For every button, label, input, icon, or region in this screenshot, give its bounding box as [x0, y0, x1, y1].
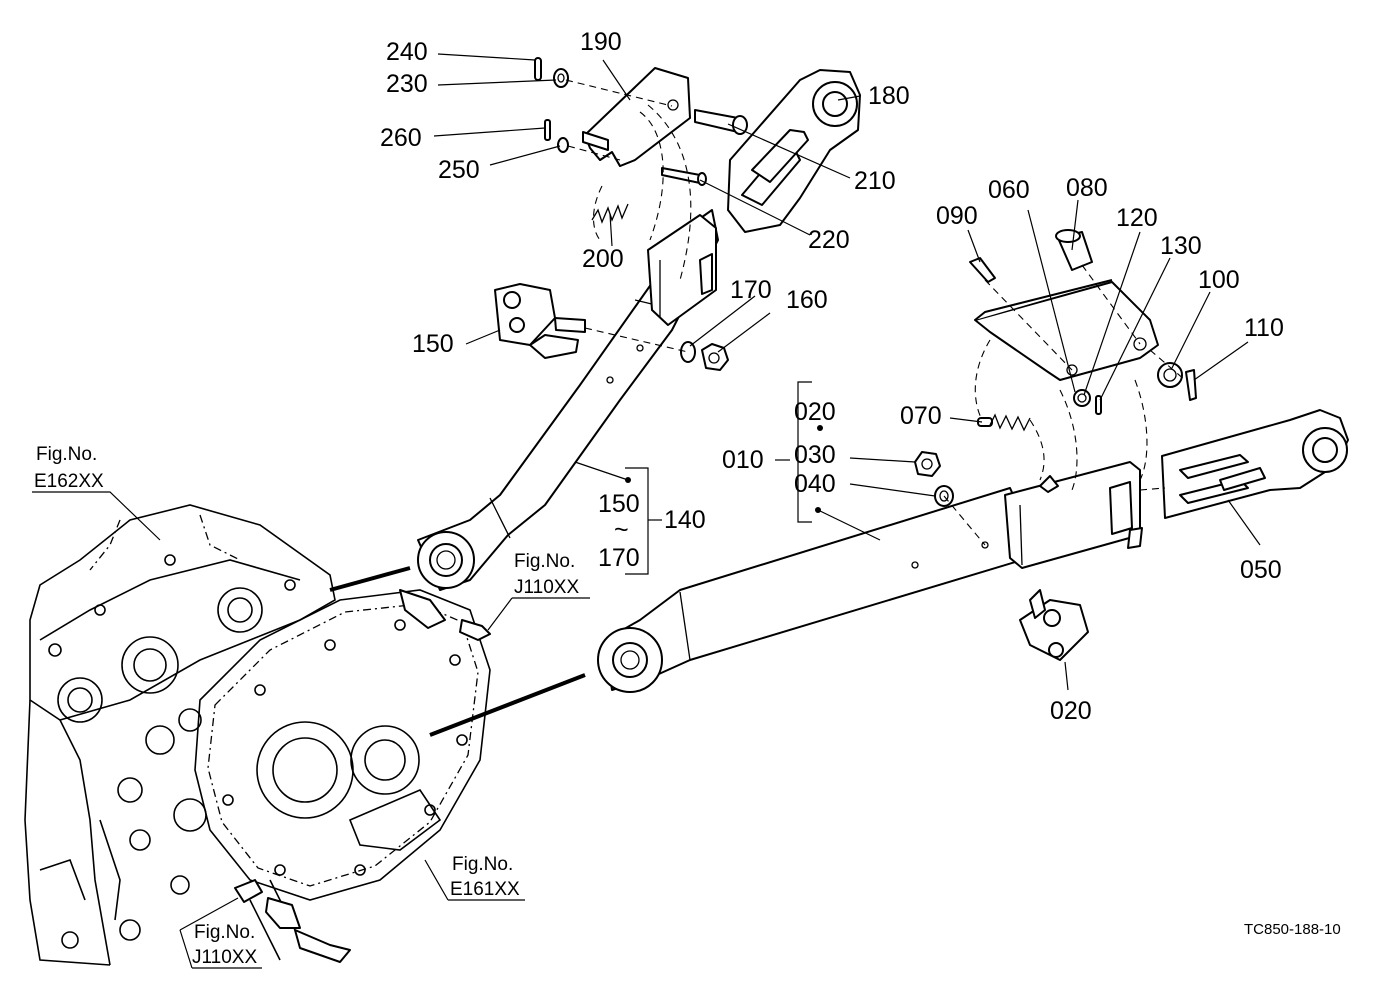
callout-090: 090 — [936, 202, 978, 230]
callout-030: 030 — [794, 441, 836, 469]
part-130-pin — [1095, 395, 1102, 415]
part-260-pin — [544, 119, 551, 141]
part-060-bracket — [974, 279, 1159, 381]
callout-180: 180 — [868, 82, 910, 110]
callout-170: 170 — [730, 276, 772, 304]
callout-140: 140 — [664, 506, 706, 534]
fig-ref-e162-number: E162XX — [34, 471, 104, 492]
fig-ref-e161-number: E161XX — [450, 879, 520, 900]
callout-labels: 240 190 230 180 260 250 210 220 200 170 … — [380, 28, 1284, 725]
callout-200: 200 — [582, 245, 624, 273]
callout-230: 230 — [386, 70, 428, 98]
leader-lines — [32, 53, 1261, 969]
callout-120: 120 — [1116, 204, 1158, 232]
part-120-nut — [1073, 389, 1091, 407]
callout-080: 080 — [1066, 174, 1108, 202]
part-170-washer — [680, 341, 696, 363]
part-250-washer — [557, 137, 569, 153]
part-070-spring — [977, 413, 1031, 432]
callout-210: 210 — [854, 167, 896, 195]
callout-060: 060 — [988, 176, 1030, 204]
part-210-pin — [694, 109, 748, 135]
callout-150-range-start: 150 — [598, 490, 640, 518]
transmission-housing — [24, 504, 586, 966]
callout-100: 100 — [1198, 266, 1240, 294]
callout-020-clevis: 020 — [1050, 697, 1092, 725]
assembly-lines-right — [943, 264, 1186, 546]
callout-160: 160 — [786, 286, 828, 314]
figure-references: Fig.No. E162XX Fig.No. J110XX Fig.No. E1… — [34, 444, 579, 968]
part-190-stabilizer-bracket — [582, 67, 691, 167]
callout-150: 150 — [412, 330, 454, 358]
part-230-washer — [553, 68, 569, 88]
part-050-link-plate — [1161, 409, 1349, 519]
assembly-lines-upper — [565, 79, 692, 353]
callout-190: 190 — [580, 28, 622, 56]
callout-050: 050 — [1240, 556, 1282, 584]
callout-130: 130 — [1160, 232, 1202, 260]
part-240-pin — [534, 57, 542, 81]
part-020-clevis — [1019, 589, 1089, 661]
part-090-bolt — [969, 257, 996, 283]
drawing-code: TC850-188-10 — [1244, 921, 1341, 938]
callout-070: 070 — [900, 402, 942, 430]
part-110-pin — [1185, 369, 1197, 401]
callout-040: 040 — [794, 470, 836, 498]
callout-020-group: 020 — [794, 398, 836, 426]
right-lower-link — [597, 461, 1143, 693]
callout-010: 010 — [722, 446, 764, 474]
range-tilde-upper: ~ — [614, 516, 629, 544]
fig-ref-j110-lower-prefix: Fig.No. — [194, 922, 255, 943]
callout-170-range-end: 170 — [598, 544, 640, 572]
fig-ref-j110-lower-number: J110XX — [192, 947, 257, 968]
part-160-nut — [701, 343, 729, 371]
part-100-washer — [1157, 362, 1183, 388]
callout-240: 240 — [386, 38, 428, 66]
fig-ref-j110-upper-prefix: Fig.No. — [514, 551, 575, 572]
fig-ref-e162-prefix: Fig.No. — [36, 444, 97, 465]
left-lower-link — [417, 209, 719, 591]
fig-ref-j110-upper-number: J110XX — [514, 577, 579, 598]
fig-ref-e161-prefix: Fig.No. — [452, 854, 513, 875]
part-030-nut — [914, 451, 941, 477]
callout-260: 260 — [380, 124, 422, 152]
part-150-clevis — [494, 283, 586, 359]
callout-110: 110 — [1244, 314, 1284, 342]
callout-250: 250 — [438, 156, 480, 184]
part-220-bolt — [661, 167, 707, 186]
callout-220: 220 — [808, 226, 850, 254]
part-180-link-plate — [727, 69, 861, 233]
